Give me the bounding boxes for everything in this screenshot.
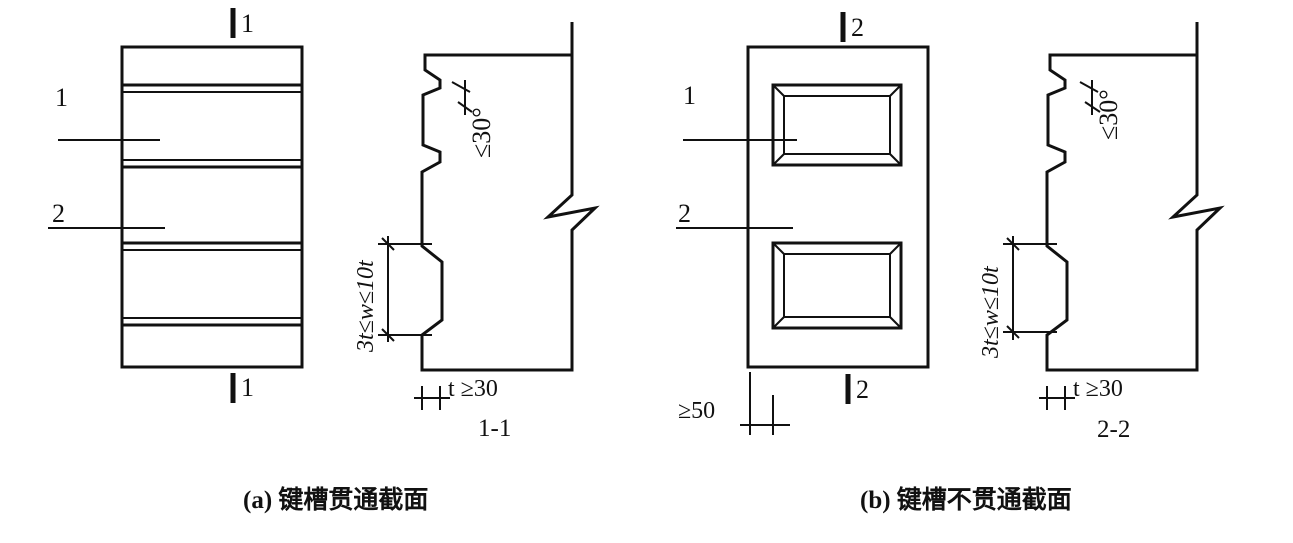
- label-1-b: 1: [683, 81, 696, 110]
- keyway-pocket-lower: [771, 241, 903, 330]
- edge-label-b: ≥50: [678, 398, 715, 424]
- angle-label-a: ≤30°: [467, 107, 496, 158]
- depth-dimension-a: [414, 386, 450, 410]
- edge-dimension-b: [740, 372, 790, 435]
- width-range-label-a: 3t≤w≤10t: [353, 259, 379, 353]
- figure-a: 1 1 1 2 ≤30° 3t≤w≤10t t: [48, 8, 600, 514]
- panel-elevation-a: [120, 45, 304, 369]
- section-profile-b: [1045, 22, 1225, 372]
- width-dimension-a: [378, 236, 432, 342]
- section-mark-top-b: 2: [851, 13, 864, 42]
- caption-b: (b) 键槽不贯通截面: [860, 485, 1072, 514]
- keyway-pocket-upper: [771, 83, 903, 167]
- angle-label-b: ≤30°: [1094, 89, 1123, 140]
- angle-marker-a: [451, 80, 473, 115]
- section-profile-a: [420, 22, 600, 372]
- label-2-a: 2: [52, 199, 65, 228]
- label-1-a: 1: [55, 83, 68, 112]
- section-title-b: 2-2: [1097, 416, 1130, 443]
- section-title-a: 1-1: [478, 415, 511, 442]
- figure-b: 2 2 1 2 ≥50 ≤30° 3t≤w≤10t: [676, 12, 1225, 514]
- panel-elevation-b: [746, 45, 930, 369]
- section-mark-bottom-b: 2: [856, 375, 869, 404]
- section-mark-bottom-a: 1: [241, 373, 254, 402]
- depth-label-a: t ≥30: [448, 376, 498, 402]
- angle-marker-b: [1079, 80, 1101, 115]
- width-dimension-b: [1003, 236, 1057, 340]
- depth-dimension-b: [1039, 386, 1075, 410]
- label-2-b: 2: [678, 199, 691, 228]
- through-keyway-grooves: [122, 83, 302, 327]
- caption-a: (a) 键槽贯通截面: [243, 485, 428, 514]
- section-mark-top-a: 1: [241, 9, 254, 38]
- depth-label-b: t ≥30: [1073, 376, 1123, 402]
- width-range-label-b: 3t≤w≤10t: [978, 265, 1004, 359]
